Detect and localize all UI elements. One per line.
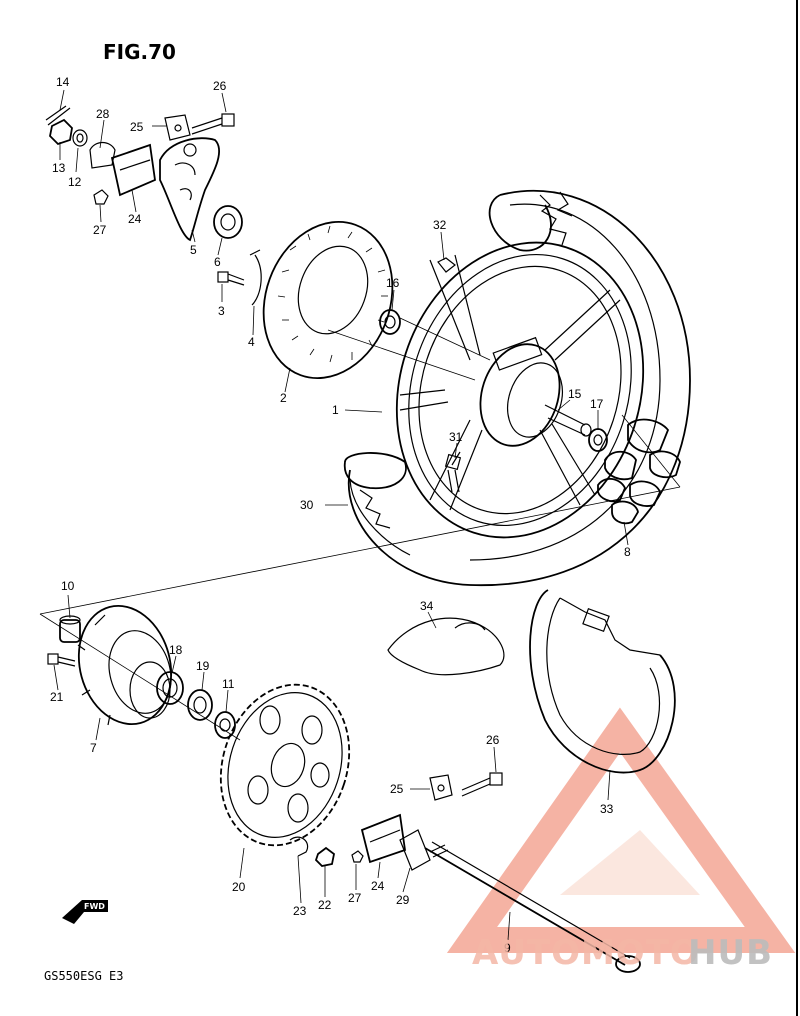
- callout-25-top: 25: [130, 120, 144, 134]
- cush-dampers-8: [597, 418, 681, 525]
- callout-24-top: 24: [128, 212, 142, 226]
- adjuster-24-top: [110, 143, 156, 197]
- valve-cap-32: [437, 257, 456, 273]
- callout-13: 13: [52, 161, 66, 175]
- sprocket-hub-7: [77, 604, 173, 726]
- bolt-3: [217, 271, 245, 286]
- brake-disc: [262, 220, 394, 380]
- callout-5: 5: [190, 243, 197, 257]
- callout-32: 32: [433, 218, 447, 232]
- watermark-logo-icon: [446, 707, 796, 953]
- svg-text:FWD: FWD: [84, 902, 105, 911]
- callout-12: 12: [68, 175, 82, 189]
- callout-24-bottom: 24: [371, 879, 385, 893]
- nut-27-bottom: [351, 850, 364, 863]
- bearing-18: [156, 671, 184, 705]
- plate-25-bottom: [429, 774, 453, 801]
- callout-15: 15: [568, 387, 582, 401]
- washer-12: [72, 129, 88, 147]
- pin-14: [45, 105, 71, 126]
- clip-4: [249, 249, 262, 306]
- callout-19: 19: [196, 659, 210, 673]
- model-code: GS550ESG E3: [44, 969, 123, 983]
- callout-33: 33: [600, 802, 614, 816]
- bolt-26-top: [191, 113, 235, 135]
- explode-guide-lines: [39, 317, 681, 741]
- callout-16: 16: [386, 276, 400, 290]
- callout-25-bottom: 25: [390, 782, 404, 796]
- callout-3: 3: [218, 304, 225, 318]
- rear-wheel-assembly: [343, 189, 691, 586]
- callout-30: 30: [300, 498, 314, 512]
- callout-6: 6: [214, 255, 221, 269]
- svg-text:HUB: HUB: [688, 933, 773, 973]
- callout-28: 28: [96, 107, 110, 121]
- callout-18: 18: [169, 643, 183, 657]
- lockwasher-23: [289, 836, 309, 857]
- nut-22: [314, 846, 335, 867]
- callout-7: 7: [90, 741, 97, 755]
- valve-31: [444, 451, 462, 493]
- figure-title: FIG.70: [103, 40, 176, 64]
- callout-4: 4: [248, 335, 255, 349]
- callout-23: 23: [293, 904, 307, 918]
- callout-labels: 14 13 12 28 25 26 27 24 5 6 3 4 2 16 32 …: [50, 75, 631, 955]
- caliper-bracket: [159, 137, 220, 242]
- callout-26-bottom: 26: [486, 733, 500, 747]
- callout-20: 20: [232, 880, 246, 894]
- callout-31: 31: [449, 430, 463, 444]
- seal-19: [187, 689, 213, 721]
- callout-9: 9: [504, 941, 511, 955]
- callout-21: 21: [50, 690, 64, 704]
- callout-10: 10: [61, 579, 75, 593]
- callout-2: 2: [280, 391, 287, 405]
- nut-27-top: [93, 189, 109, 205]
- oring-17: [588, 428, 608, 452]
- callout-22: 22: [318, 898, 332, 912]
- chain-33: [529, 589, 676, 774]
- bolt-26-bottom: [461, 772, 503, 797]
- nut-13: [49, 118, 73, 146]
- svg-text:AUTOMOTO: AUTOMOTO: [472, 933, 700, 973]
- adjuster-24-bottom: [360, 813, 406, 864]
- fwd-arrow-icon: FWD: [62, 900, 108, 924]
- callout-29: 29: [396, 893, 410, 907]
- bushing-10: [59, 615, 81, 643]
- spacer-11: [214, 711, 236, 739]
- callout-17: 17: [590, 397, 604, 411]
- plate-25-top: [164, 114, 191, 141]
- leader-lines: [53, 89, 629, 941]
- rear-sprocket-20: [219, 683, 351, 847]
- callout-14: 14: [56, 75, 70, 89]
- callout-26-top: 26: [213, 79, 227, 93]
- callout-1: 1: [332, 403, 339, 417]
- callout-34: 34: [420, 599, 434, 613]
- chain-adjuster-29: [399, 829, 431, 871]
- bearing-16: [379, 309, 401, 335]
- bolt-21: [47, 653, 76, 667]
- callout-11: 11: [222, 677, 235, 691]
- plate-28: [89, 141, 116, 169]
- watermark-text: AUTOMOTO HUB: [472, 933, 773, 973]
- callout-8: 8: [624, 545, 631, 559]
- callout-27-bottom: 27: [348, 891, 362, 905]
- chain-guide-34: [387, 617, 505, 676]
- axle-9: [424, 841, 641, 973]
- callout-27-top: 27: [93, 223, 107, 237]
- collar-6: [213, 205, 243, 239]
